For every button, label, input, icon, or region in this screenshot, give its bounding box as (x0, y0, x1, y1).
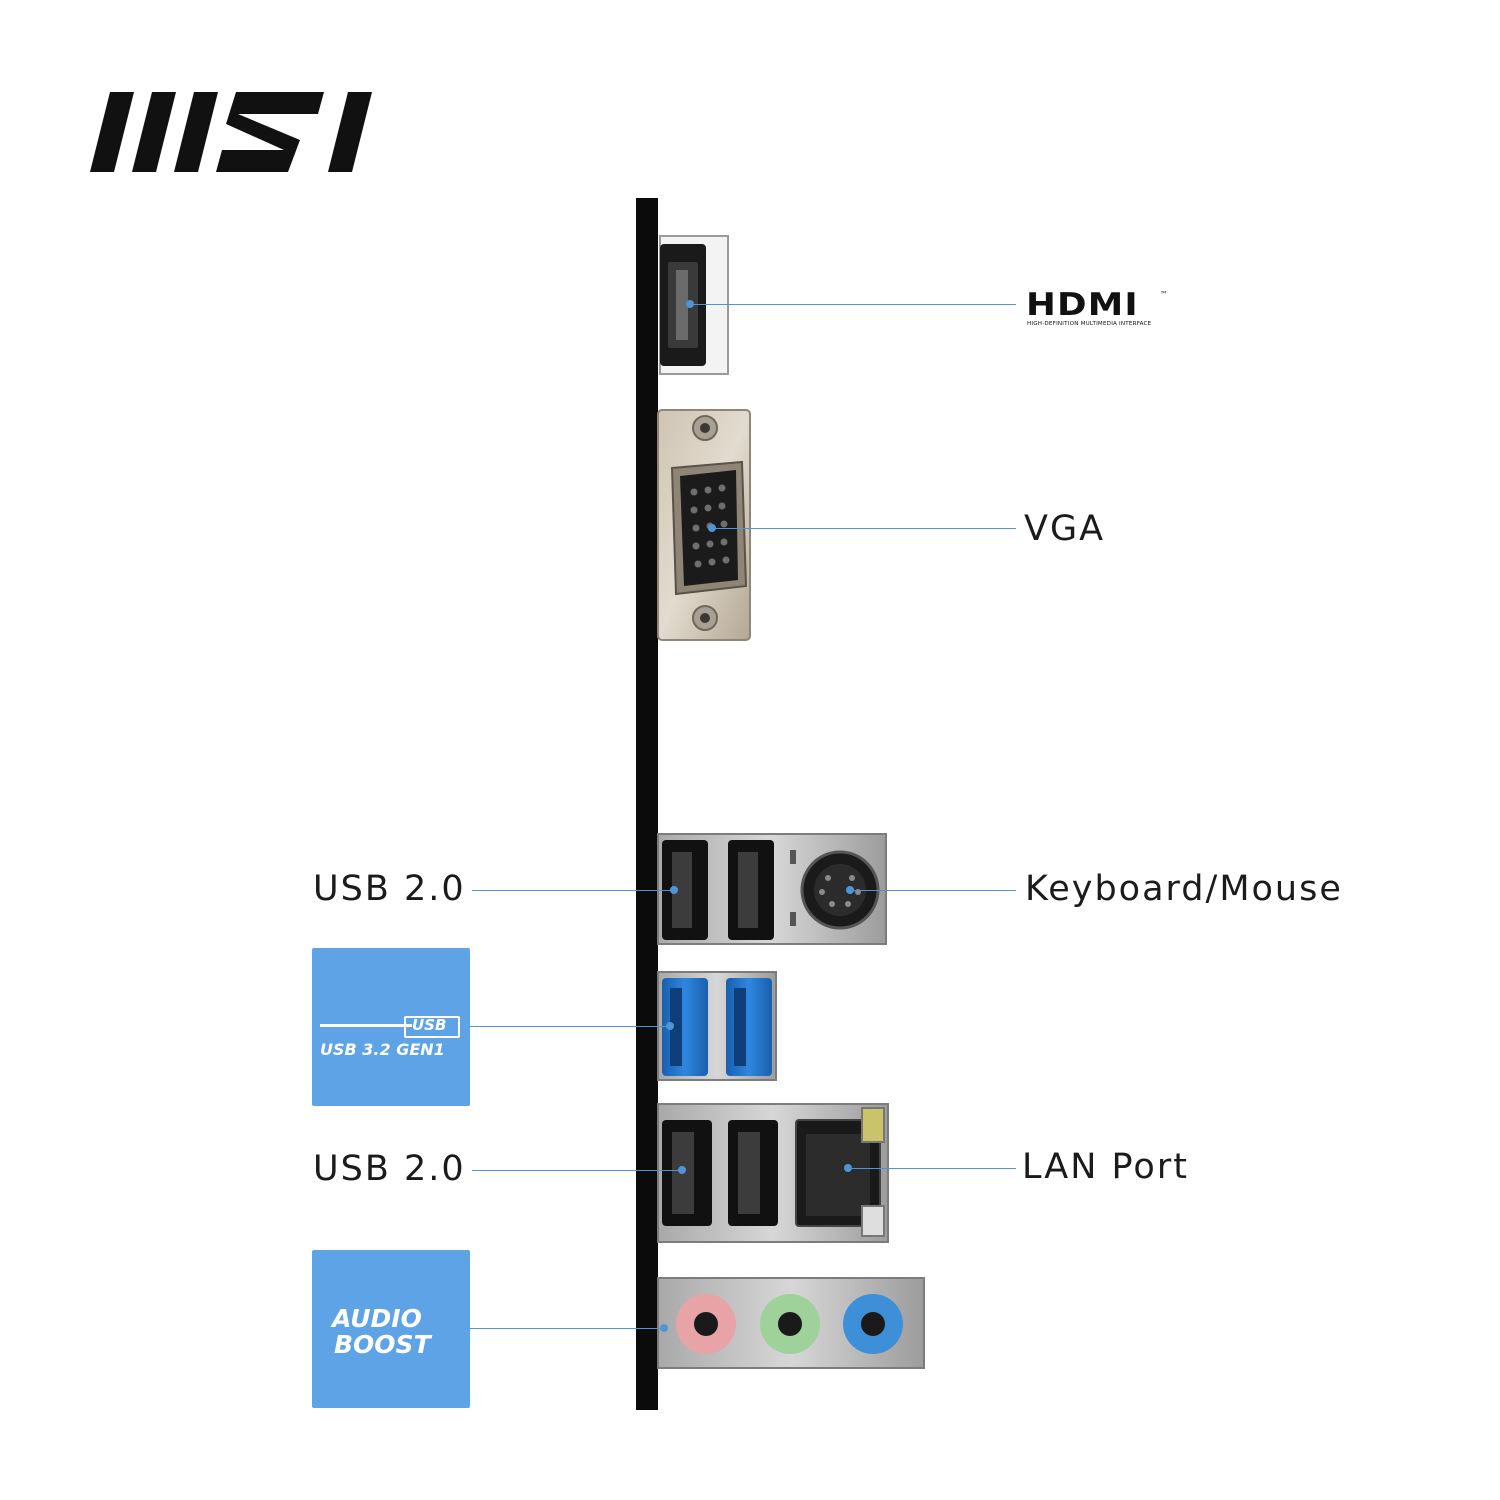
hdmi-trademark: ™ (1160, 290, 1168, 299)
callout-line-usb20-bottom (472, 1170, 682, 1171)
audio-boost-badge: AUDIO BOOST (312, 1250, 470, 1408)
msi-logo (88, 88, 378, 176)
hdmi-logo: HDMI ™ HIGH-DEFINITION MULTIMEDIA INTERF… (1026, 290, 1176, 332)
usb20-bottom-label: USB 2.0 (313, 1149, 466, 1189)
usb20-ps2-block (657, 833, 887, 945)
backplate-bar (636, 198, 658, 1410)
callout-line-lan (848, 1168, 1016, 1169)
hdmi-tagline: HIGH-DEFINITION MULTIMEDIA INTERFACE (1027, 321, 1152, 327)
hdmi-port (659, 235, 729, 375)
vga-port (657, 409, 751, 641)
audio-badge-line1: AUDIO (332, 1304, 422, 1333)
usb-badge-box (404, 1016, 460, 1038)
callout-line-vga (712, 528, 1016, 529)
audio-jacks (657, 1277, 925, 1369)
usb20-lan-block (657, 1103, 889, 1243)
usb32-badge: USB USB 3.2 GEN1 (312, 948, 470, 1106)
callout-line-usb32 (470, 1026, 670, 1027)
callout-dots (660, 300, 854, 1332)
callout-line-audio (470, 1328, 664, 1329)
hdmi-logo-text: HDMI (1026, 287, 1139, 323)
usb20-top-label: USB 2.0 (313, 869, 466, 909)
audio-badge-line2: BOOST (334, 1330, 431, 1359)
callout-line-usb20-top (472, 890, 674, 891)
usb-badge-top-text: USB (412, 1016, 447, 1034)
callout-line-keyboard-mouse (850, 890, 1016, 891)
usb32-ports (657, 971, 777, 1081)
callout-line-hdmi (690, 304, 1016, 305)
usb-badge-bottom-text: USB 3.2 GEN1 (320, 1040, 445, 1059)
usb-badge-rule (320, 1024, 412, 1027)
keyboard-mouse-label: Keyboard/Mouse (1025, 869, 1343, 909)
lan-port-label: LAN Port (1022, 1147, 1189, 1187)
vga-label: VGA (1024, 509, 1106, 549)
